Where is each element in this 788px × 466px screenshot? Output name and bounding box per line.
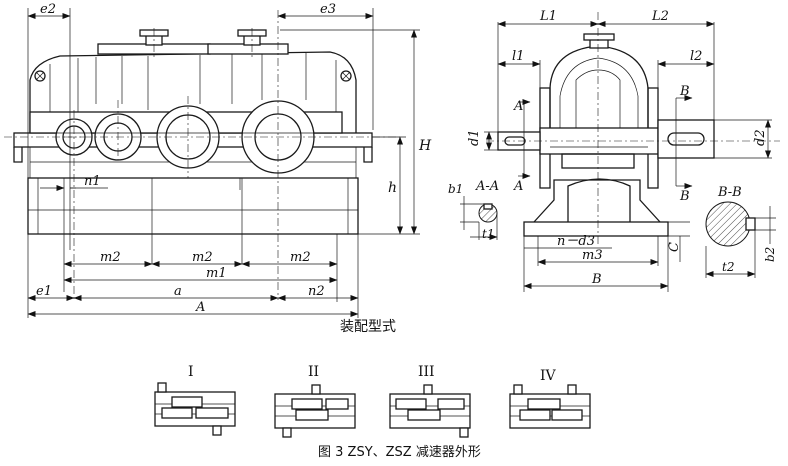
- side-view: L1 L2 l1 l2 d1 d2 A A B B n－d3 m3 B C: [467, 9, 780, 292]
- dim-b2: b2: [763, 247, 777, 262]
- dim-m1: m1: [206, 266, 227, 281]
- dim-l1: l1: [512, 49, 524, 64]
- dim-h: h: [388, 180, 397, 196]
- dim-a: a: [174, 284, 182, 299]
- assembly-label-iv: IV: [540, 368, 557, 384]
- dim-t1: t1: [482, 227, 494, 241]
- assembly-type-i: I: [154, 364, 236, 436]
- dim-n1: n1: [84, 174, 101, 189]
- section-a-bottom: A: [513, 179, 523, 194]
- dim-b1: b1: [448, 182, 463, 196]
- front-view: e2 e3 H h n1 m2 m2 m2 m1 e1 a n2 A 装配型式: [4, 2, 432, 335]
- assembly-label-iii: III: [418, 364, 435, 380]
- section-aa-title: A-A: [475, 179, 499, 194]
- dim-L2: L2: [651, 9, 669, 24]
- dim-n-d3: n－d3: [557, 234, 595, 249]
- section-b-top: B: [679, 84, 690, 99]
- assembly-type-iv: IV: [509, 368, 591, 429]
- dim-m3: m3: [582, 248, 603, 263]
- section-bb-title: B-B: [717, 185, 742, 200]
- dim-e3: e3: [320, 2, 336, 17]
- dim-L1: L1: [539, 9, 557, 24]
- dim-A: A: [195, 300, 205, 315]
- dim-l2: l2: [690, 49, 702, 64]
- dim-d2: d2: [753, 129, 768, 146]
- dim-d1: d1: [467, 129, 482, 146]
- dim-n2: n2: [308, 284, 325, 299]
- dim-e2: e2: [40, 2, 56, 17]
- dim-m2-c: m2: [290, 250, 311, 265]
- section-bb: B-B b2 t2: [705, 185, 777, 278]
- section-b-bottom: B: [679, 189, 690, 204]
- section-a-top: A: [513, 99, 523, 114]
- dim-B-base: B: [591, 272, 602, 287]
- figure-caption: 图 3 ZSY、ZSZ 减速器外形: [318, 445, 481, 460]
- assembly-type-caption: 装配型式: [340, 319, 396, 335]
- front-base: [27, 177, 359, 235]
- assembly-type-iii: III: [389, 364, 471, 438]
- dim-m2-b: m2: [192, 250, 213, 265]
- dim-H: H: [418, 138, 432, 154]
- assembly-label-i: I: [188, 364, 194, 380]
- section-aa: A-A b1 t1: [448, 179, 499, 241]
- dim-C: C: [667, 242, 682, 252]
- dim-e1: e1: [36, 284, 52, 299]
- assembly-label-ii: II: [308, 364, 319, 380]
- dim-m2-a: m2: [100, 250, 121, 265]
- dim-t2: t2: [722, 260, 734, 274]
- output-shaft: [657, 119, 715, 159]
- section-bb-shaft: [705, 201, 751, 247]
- side-base: [523, 221, 669, 237]
- assembly-type-ii: II: [274, 364, 356, 438]
